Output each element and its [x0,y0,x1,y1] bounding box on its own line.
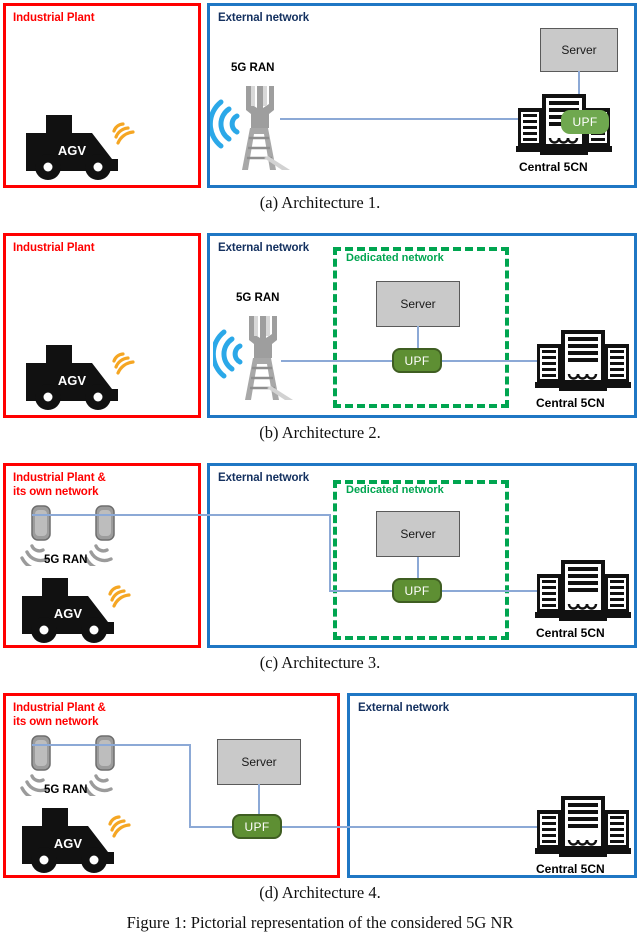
server-label-2: Server [400,297,436,311]
industrial-plant-box-3: Industrial Plant & its own network [3,463,201,648]
architecture-panel-1: Industrial Plant AGV [0,0,640,225]
upf-badge-3: UPF [392,578,442,603]
link-vertical-drop-3 [329,514,331,591]
link-vertical-drop-4 [189,744,191,827]
upf-badge-4: UPF [232,814,282,839]
link-upf-to-core-4 [280,826,542,828]
external-network-title-4: External network [358,702,450,714]
architecture-panel-2: Industrial Plant AGV [0,230,640,455]
svg-text:AGV: AGV [58,373,87,388]
central-5cn-label-4: Central 5CN [536,862,605,876]
ran-label-3: 5G RAN [44,554,88,566]
ran-label-2: 5G RAN [236,292,280,304]
agv-icon-4: AGV [18,804,138,874]
link-server-to-upf-4 [258,784,260,814]
central-5cn-label-2: Central 5CN [536,396,605,410]
link-cells-to-dedicated-3 [32,514,331,516]
external-network-title-3: External network [218,472,310,484]
central-5cn-icon-4 [535,794,631,858]
server-label-1: Server [561,43,597,57]
industrial-plant-box-4: Industrial Plant & its own network [3,693,340,878]
industrial-plant-box-1: Industrial Plant AGV [3,3,201,188]
dedicated-network-box-2 [333,247,509,408]
agv-icon-1: AGV [22,111,142,181]
server-label-4: Server [241,755,277,769]
industrial-plant-title-2: Industrial Plant [13,242,95,254]
svg-text:AGV: AGV [54,606,83,621]
upf-label-4: UPF [244,819,270,834]
ran-label-4: 5G RAN [44,784,88,796]
link-server-to-upf-2 [417,326,419,354]
link-drop-to-upf-4 [189,826,232,828]
industrial-plant-title-3: Industrial Plant & its own network [13,472,106,498]
upf-badge-2: UPF [392,348,442,373]
figure-caption: Figure 1: Pictorial representation of th… [126,913,514,932]
5g-ran-tower-icon-2 [213,308,313,404]
link-server-to-upf-3 [417,556,419,584]
central-5cn-label-3: Central 5CN [536,626,605,640]
server-box-1: Server [540,28,618,72]
upf-label-2: UPF [404,353,430,368]
link-drop-to-upf-3 [329,590,395,592]
agv-icon-3: AGV [18,574,138,644]
architecture-panel-4: Industrial Plant & its own network [0,690,640,915]
upf-badge-1: UPF [561,110,609,134]
link-ran-to-core-1 [280,118,520,120]
subcaption-1: (a) Architecture 1. [259,193,381,212]
server-box-2: Server [376,281,460,327]
agv-icon-2: AGV [22,341,142,411]
server-box-4: Server [217,739,301,785]
upf-label-3: UPF [404,583,430,598]
central-5cn-icon-2 [535,328,631,392]
upf-label-1: UPF [572,115,598,129]
industrial-plant-box-2: Industrial Plant AGV [3,233,201,418]
dedicated-network-label-3: Dedicated network [344,484,446,496]
server-box-3: Server [376,511,460,557]
external-network-title-2: External network [218,242,310,254]
architecture-panel-3: Industrial Plant & its own network [0,460,640,685]
svg-text:AGV: AGV [58,143,87,158]
ran-label-1: 5G RAN [231,62,275,74]
industrial-plant-title-4: Industrial Plant & its own network [13,702,106,728]
industrial-plant-title-1: Industrial Plant [13,12,95,24]
external-network-title-1: External network [218,12,310,24]
link-upf-to-core-2 [440,360,542,362]
link-cells-to-server-4 [32,744,191,746]
dedicated-network-label-2: Dedicated network [344,252,446,264]
subcaption-2: (b) Architecture 2. [259,423,381,442]
link-upf-to-core-3 [440,590,542,592]
server-label-3: Server [400,527,436,541]
svg-text:AGV: AGV [54,836,83,851]
5g-ran-tower-icon-1 [210,78,310,174]
subcaption-3: (c) Architecture 3. [259,653,381,672]
dedicated-network-box-3 [333,480,509,640]
subcaption-4: (d) Architecture 4. [259,883,381,902]
link-ran-to-upf-2 [281,360,395,362]
central-5cn-label-1: Central 5CN [519,160,588,174]
central-5cn-icon-3 [535,558,631,622]
